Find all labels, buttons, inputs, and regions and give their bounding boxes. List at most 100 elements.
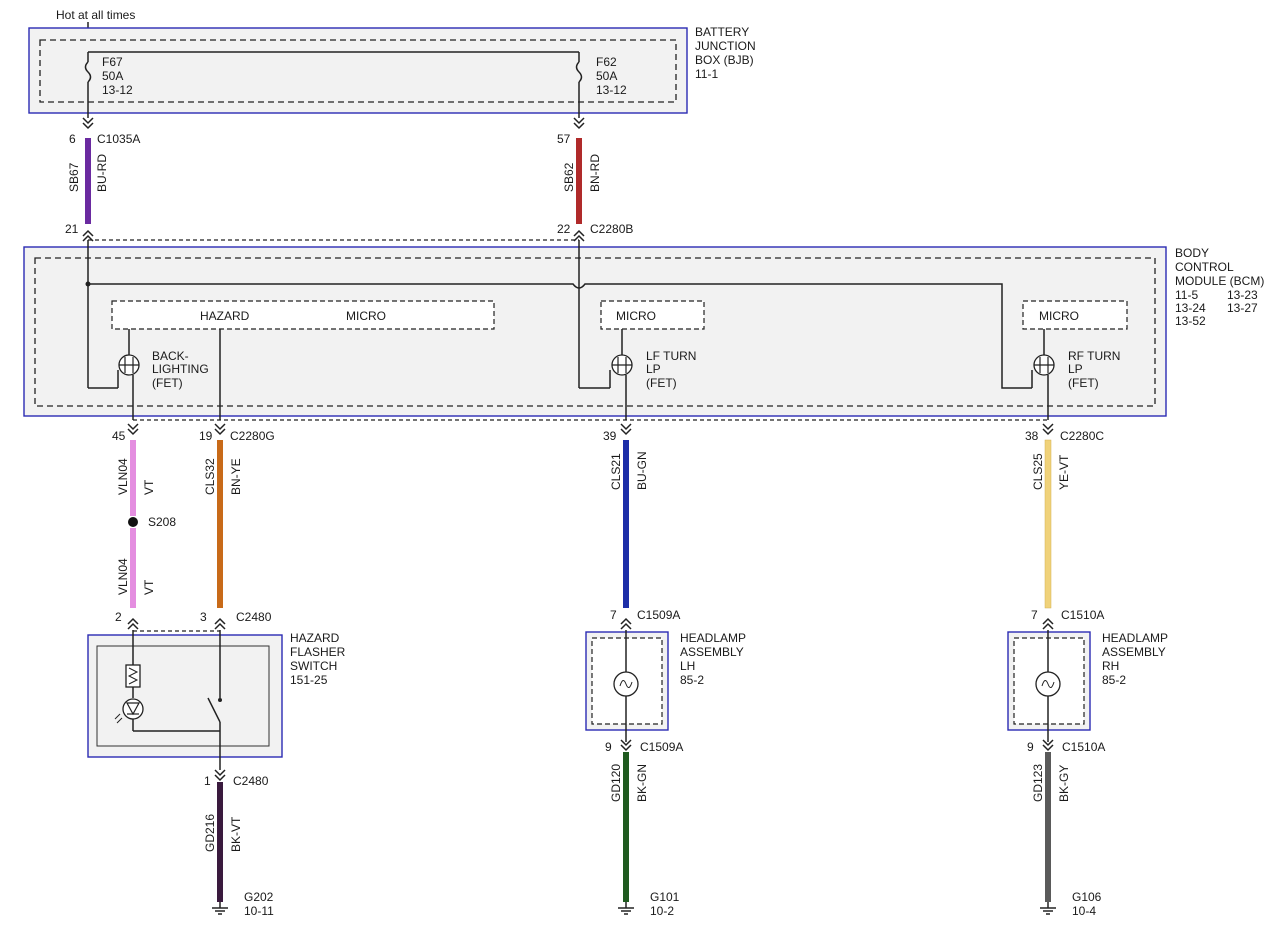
wire-sb67-circuit: SB67 <box>67 162 81 192</box>
wire-gd216-colorcode: BK-VT <box>229 816 243 852</box>
fuse-f67: F67 50A 13-12 <box>84 52 133 118</box>
wire-gd120-color <box>623 752 629 902</box>
wire-vln04-upper-colorcode: VT <box>142 479 156 495</box>
wire-cls25-color <box>1044 439 1052 609</box>
headlamp-rh-title-3: RH <box>1102 659 1119 673</box>
bjb-title-3: BOX (BJB) <box>695 53 754 67</box>
wire-gd123-color <box>1045 752 1051 902</box>
fuse-f62-ref: 13-12 <box>596 83 627 97</box>
wire-vln04-lower-circuit: VLN04 <box>116 558 130 595</box>
wire-cls32-colorcode: BN-YE <box>229 458 243 495</box>
headlamp-lh-title-1: HEADLAMP <box>680 631 746 645</box>
bcm-title-3: MODULE (BCM) <box>1175 274 1264 288</box>
bjb-title-1: BATTERY <box>695 25 749 39</box>
wire-cls25-colorcode: YE-VT <box>1057 454 1071 490</box>
fuse-f67-id: F67 <box>102 55 123 69</box>
wire-gd123-circuit: GD123 <box>1031 764 1045 802</box>
conn-c1510a-bottom: C1510A <box>1062 740 1105 754</box>
fet-backlighting: BACK- LIGHTING (FET) <box>117 329 209 420</box>
wire-sb67-colorcode: BU-RD <box>95 154 109 192</box>
pin-39: 39 <box>603 429 617 443</box>
fet-lf-turn-3: (FET) <box>646 376 677 390</box>
wire-sb62-color <box>576 138 582 224</box>
wire-vln04-lower-colorcode: VT <box>142 579 156 595</box>
fuse-f62-id: F62 <box>596 55 617 69</box>
ground-g101-id: G101 <box>650 890 680 904</box>
pin-9-lh: 9 <box>605 740 612 754</box>
conn-c1509a-top: C1509A <box>637 608 680 622</box>
fet-backlighting-1: BACK- <box>152 349 189 363</box>
wire-cls32: 19 C2280G CLS32 BN-YE 3 C2480 <box>199 423 275 630</box>
conn-c1035a: C1035A <box>97 132 140 146</box>
hot-label: Hot at all times <box>56 8 135 22</box>
fet-rf-turn-2: LP <box>1068 362 1083 376</box>
wire-gd120-circuit: GD120 <box>609 764 623 802</box>
pin-6: 6 <box>69 132 76 146</box>
wire-vln04-lower-color <box>130 528 136 608</box>
battery-junction-box: BATTERY JUNCTION BOX (BJB) 11-1 F67 50A … <box>28 25 756 118</box>
conn-c2280g: C2280G <box>230 429 275 443</box>
headlamp-lh-title-4: 85-2 <box>680 673 704 687</box>
bcm-title-1: BODY <box>1175 246 1209 260</box>
headlamp-lh-title-3: LH <box>680 659 695 673</box>
wire-cls21-color <box>623 440 629 608</box>
fet-lf-turn-1: LF TURN <box>646 349 696 363</box>
hazard-switch-title-1: HAZARD <box>290 631 340 645</box>
wire-cls32-circuit: CLS32 <box>203 458 217 495</box>
headlamp-assembly-lh: HEADLAMP ASSEMBLY LH 85-2 <box>585 630 746 742</box>
pin-3: 3 <box>200 610 207 624</box>
bcm-ref-3: 13-52 <box>1175 314 1206 328</box>
wire-vln04-upper: 45 VLN04 VT <box>112 423 156 516</box>
conn-c2280c: C2280C <box>1060 429 1104 443</box>
wire-gd216-color <box>217 782 223 902</box>
hazard-switch-title-3: SWITCH <box>290 659 337 673</box>
fet-backlighting-3: (FET) <box>152 376 183 390</box>
wire-sb62-circuit: SB62 <box>562 162 576 192</box>
splice-s208-label: S208 <box>148 515 176 529</box>
conn-c1509a-bottom: C1509A <box>640 740 683 754</box>
ground-g106-ref: 10-4 <box>1072 904 1096 918</box>
bjb-title-2: JUNCTION <box>695 39 756 53</box>
wire-vln04-lower: VLN04 VT 2 <box>115 528 156 630</box>
bcm-micro-label-3: MICRO <box>1039 309 1079 323</box>
bcm-ref-5: 13-27 <box>1227 301 1258 315</box>
hazard-switch-title-4: 151-25 <box>290 673 328 687</box>
headlamp-lh-title-2: ASSEMBLY <box>680 645 744 659</box>
headlamp-rh-title-2: ASSEMBLY <box>1102 645 1166 659</box>
wire-sb62-colorcode: BN-RD <box>588 154 602 192</box>
wire-vln04-upper-circuit: VLN04 <box>116 458 130 495</box>
ground-g202-id: G202 <box>244 890 274 904</box>
bjb-title-4: 11-1 <box>695 67 718 81</box>
pin-22: 22 <box>557 222 571 236</box>
pin-57: 57 <box>557 132 571 146</box>
fuse-f67-rating: 50A <box>102 69 123 83</box>
wire-cls21: 39 CLS21 BU-GN 7 C1509A <box>603 423 680 630</box>
wire-gd120-colorcode: BK-GN <box>635 764 649 802</box>
bcm-title-2: CONTROL <box>1175 260 1234 274</box>
conn-c1510a-top: C1510A <box>1061 608 1104 622</box>
wire-sb67-color <box>85 138 91 224</box>
fuse-f62-rating: 50A <box>596 69 617 83</box>
fet-rf-turn: RF TURN LP (FET) <box>1031 329 1120 420</box>
pin-7-lh: 7 <box>610 608 617 622</box>
pin-7-rh: 7 <box>1031 608 1038 622</box>
wire-gd120: 9 C1509A GD120 BK-GN G101 10-2 <box>605 739 683 918</box>
pin-9-rh: 9 <box>1027 740 1034 754</box>
body-control-module: BODY CONTROL MODULE (BCM) 11-5 13-24 13-… <box>23 239 1264 420</box>
bcm-ref-4: 13-23 <box>1227 288 1258 302</box>
pin-21: 21 <box>65 222 79 236</box>
fet-lf-turn: LF TURN LP (FET) <box>609 329 696 420</box>
bcm-ref-2: 13-24 <box>1175 301 1206 315</box>
headlamp-rh-title-1: HEADLAMP <box>1102 631 1168 645</box>
wire-vln04-upper-color <box>130 440 136 516</box>
fet-rf-turn-3: (FET) <box>1068 376 1099 390</box>
ground-g106-id: G106 <box>1072 890 1102 904</box>
wire-sb62: 57 SB62 BN-RD 22 C2280B <box>557 117 633 242</box>
pin-2: 2 <box>115 610 122 624</box>
conn-c2480-top: C2480 <box>236 610 272 624</box>
fet-backlighting-2: LIGHTING <box>152 362 209 376</box>
hazard-switch-title-2: FLASHER <box>290 645 346 659</box>
splice-s208 <box>128 517 138 527</box>
conn-c2480-bottom: C2480 <box>233 774 269 788</box>
